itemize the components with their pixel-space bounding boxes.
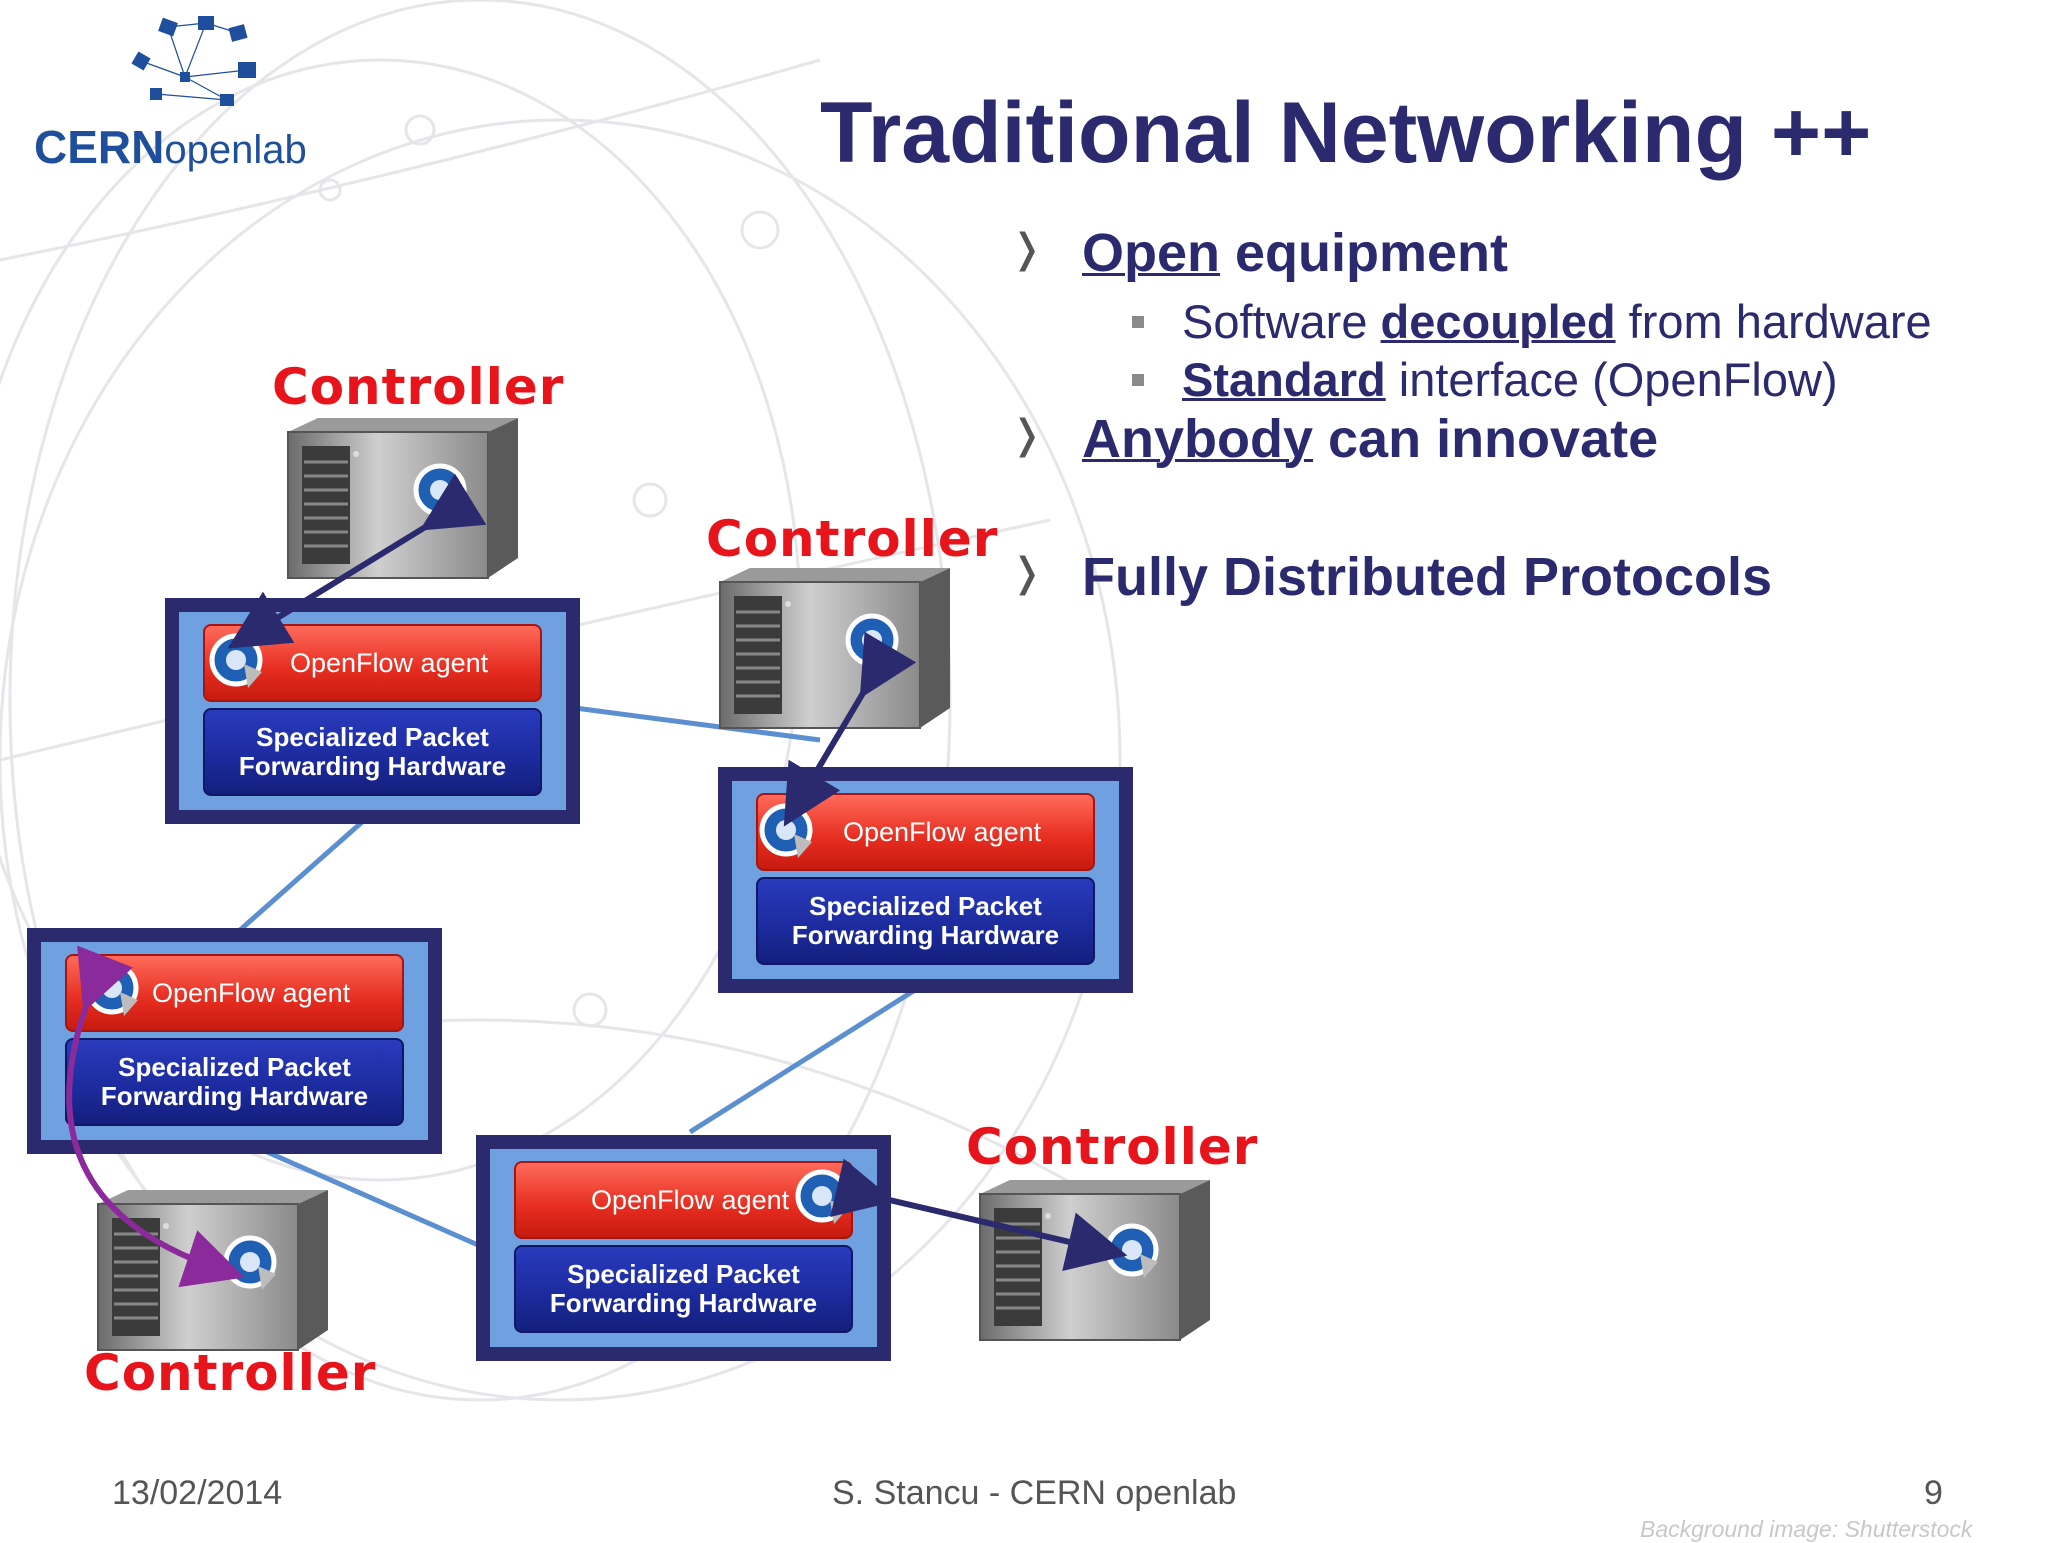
- open-word: Open: [1082, 223, 1221, 283]
- link-sw2-sw4: [688, 987, 917, 1135]
- openflow-icon: [416, 466, 466, 518]
- link-sw3-sw4: [238, 1137, 480, 1248]
- controller-label-2: Controller: [706, 510, 999, 568]
- slide-title: Traditional Networking ++: [820, 85, 1872, 181]
- server-icon: [978, 1178, 1212, 1342]
- control-arrow-2: [783, 631, 917, 827]
- square-bullet-icon: [1132, 374, 1144, 386]
- control-arrow-4: [830, 1158, 1128, 1272]
- controller-label-3: Controller: [966, 1118, 1259, 1176]
- openflow-icon: [848, 616, 898, 668]
- bullet-anybody: Anybody can innovate: [1082, 408, 1658, 470]
- sub-bullet-standard: Standard interface (OpenFlow): [1182, 352, 1838, 407]
- bullet-distributed: Fully Distributed Protocols: [1082, 547, 1773, 607]
- link-sw1-sw2: [574, 705, 821, 743]
- decoupled-word: decoupled: [1380, 295, 1616, 348]
- openflow-agent-2: OpenFlow agent: [756, 793, 1095, 871]
- hw-line1: Specialized Packet: [567, 1259, 800, 1290]
- logo-cern: CERN: [34, 121, 165, 173]
- chevron-icon: ❭: [1010, 412, 1044, 458]
- sub-bullet-decoupled: Software decoupled from hardware: [1182, 294, 1932, 349]
- openflow-icon: [1108, 1226, 1158, 1278]
- openflow-icon: [798, 1172, 848, 1224]
- openflow-icon: [762, 806, 812, 858]
- sub1-post: from hardware: [1615, 295, 1932, 348]
- hw-line1: Specialized Packet: [256, 722, 489, 753]
- footer-date: 13/02/2014: [112, 1474, 283, 1512]
- hw-line2: Forwarding Hardware: [549, 1288, 818, 1318]
- bullet-open-equipment: Open equipment: [1082, 222, 1508, 284]
- hw-line2: Forwarding Hardware: [791, 920, 1060, 950]
- controller-label-4: Controller: [84, 1344, 377, 1402]
- square-bullet-icon: [1132, 316, 1144, 328]
- server-icon: [286, 416, 520, 580]
- logo-wordmark: CERNopenlab: [34, 120, 307, 174]
- footer-page-number: 9: [1924, 1474, 1943, 1512]
- sub2-post: interface (OpenFlow): [1385, 353, 1838, 406]
- agent-label: OpenFlow agent: [591, 1184, 790, 1215]
- background-credit: Background image: Shutterstock: [1640, 1516, 1973, 1542]
- openflow-icon: [88, 964, 138, 1016]
- control-arrow-1: [227, 473, 487, 649]
- link-sw1-sw3: [238, 813, 372, 932]
- hw-line1: Specialized Packet: [809, 891, 1042, 922]
- openflow-icon: [226, 1238, 276, 1290]
- anybody-rest: can innovate: [1313, 409, 1659, 469]
- hw-line2: Forwarding Hardware: [238, 751, 507, 781]
- agent-label: OpenFlow agent: [290, 647, 489, 678]
- open-rest: equipment: [1220, 223, 1509, 283]
- standard-word: Standard: [1182, 353, 1386, 406]
- control-arrow-3: [66, 945, 245, 1288]
- chevron-icon: ❭: [1010, 550, 1044, 596]
- anybody-word: Anybody: [1082, 409, 1314, 469]
- openflow-icon: [212, 636, 262, 688]
- logo-openlab: openlab: [164, 128, 307, 172]
- controller-label-1: Controller: [272, 358, 565, 416]
- chevron-icon: ❭: [1010, 226, 1044, 272]
- server-icon: [718, 566, 952, 730]
- cern-openlab-logo-icon: [131, 16, 256, 106]
- footer-author: S. Stancu - CERN openlab: [832, 1474, 1237, 1512]
- sub1-pre: Software: [1182, 295, 1381, 348]
- openflow-agent-4: OpenFlow agent: [514, 1161, 853, 1239]
